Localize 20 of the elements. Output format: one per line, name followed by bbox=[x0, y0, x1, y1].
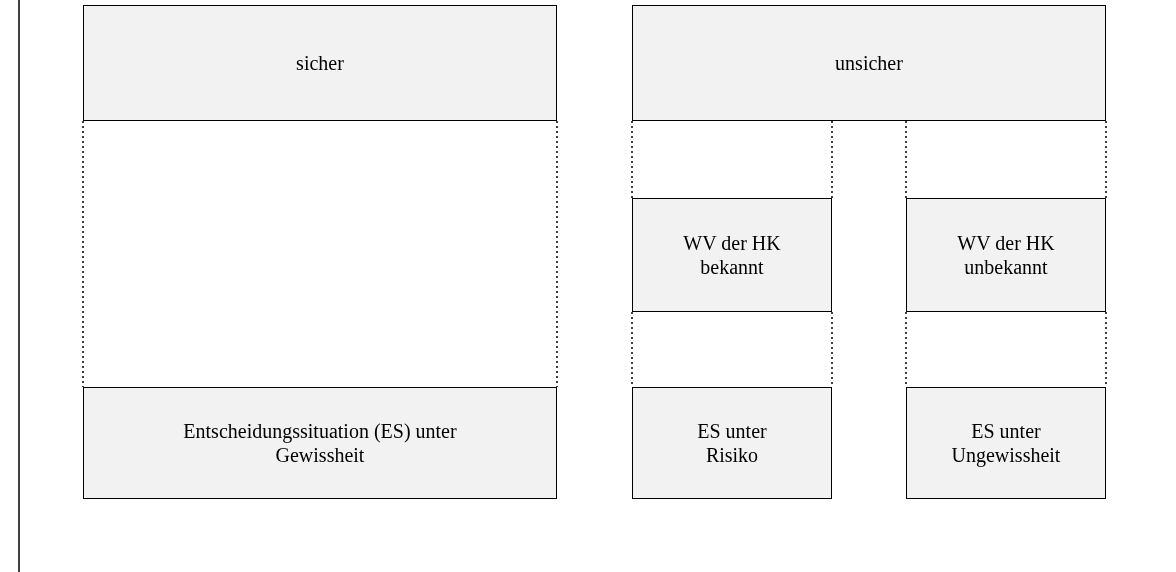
dotted-connector bbox=[631, 120, 633, 199]
box-label: WV der HK unbekannt bbox=[956, 231, 1056, 279]
category-box bbox=[906, 198, 1106, 312]
box-label: unsicher bbox=[835, 51, 903, 75]
dotted-connector bbox=[556, 120, 558, 388]
box-label: ES unter Ungewissheit bbox=[950, 419, 1062, 467]
box-label: sicher bbox=[296, 51, 344, 75]
dotted-connector bbox=[1105, 120, 1107, 199]
category-box bbox=[83, 387, 557, 499]
box-label: WV der HK bekannt bbox=[682, 231, 782, 279]
category-box bbox=[83, 5, 557, 121]
category-box bbox=[632, 387, 832, 499]
category-box bbox=[632, 5, 1106, 121]
dotted-connector bbox=[831, 120, 833, 199]
dotted-connector bbox=[905, 120, 907, 199]
dotted-connector bbox=[82, 120, 84, 388]
box-label: ES unter Risiko bbox=[696, 419, 768, 467]
box-label: Entscheidungssituation (ES) unter Gewissheit bbox=[182, 419, 458, 467]
category-box bbox=[632, 198, 832, 312]
category-box bbox=[906, 387, 1106, 499]
